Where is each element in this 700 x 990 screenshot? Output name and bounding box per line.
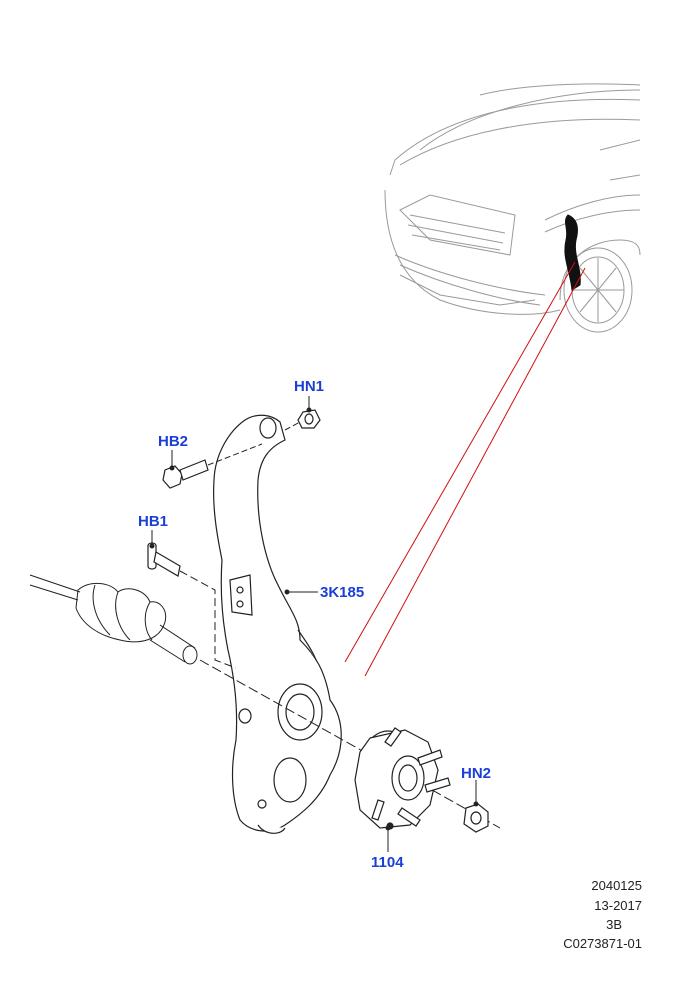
- callout-3k185[interactable]: 3K185: [320, 584, 365, 601]
- wheel-hub-bearing[interactable]: [354, 727, 451, 830]
- ref-illustration-code: C0273871-01: [563, 936, 642, 951]
- vehicle-knuckle-highlight: [564, 214, 581, 291]
- nut-hn1[interactable]: [297, 409, 321, 429]
- steering-knuckle: [213, 414, 342, 834]
- nut-hn2[interactable]: [463, 803, 489, 833]
- callout-1104[interactable]: 1104: [371, 854, 404, 871]
- callout-hn1[interactable]: HN1: [294, 378, 325, 395]
- callout-hb2[interactable]: HB2: [158, 433, 189, 450]
- ref-section: 3B: [606, 917, 622, 932]
- callout-hn2[interactable]: HN2: [461, 765, 492, 782]
- detail-leader-lines: [344, 261, 586, 677]
- bolt-hb2[interactable]: [162, 459, 209, 489]
- bolt-hb1[interactable]: [147, 542, 181, 577]
- ref-date: 13-2017: [594, 898, 642, 913]
- callout-hb1[interactable]: HB1: [138, 513, 169, 530]
- ref-number: 2040125: [591, 878, 642, 893]
- callout-leaders: [149, 396, 479, 852]
- drive-shaft: [29, 574, 198, 665]
- vehicle-inset: [384, 83, 641, 333]
